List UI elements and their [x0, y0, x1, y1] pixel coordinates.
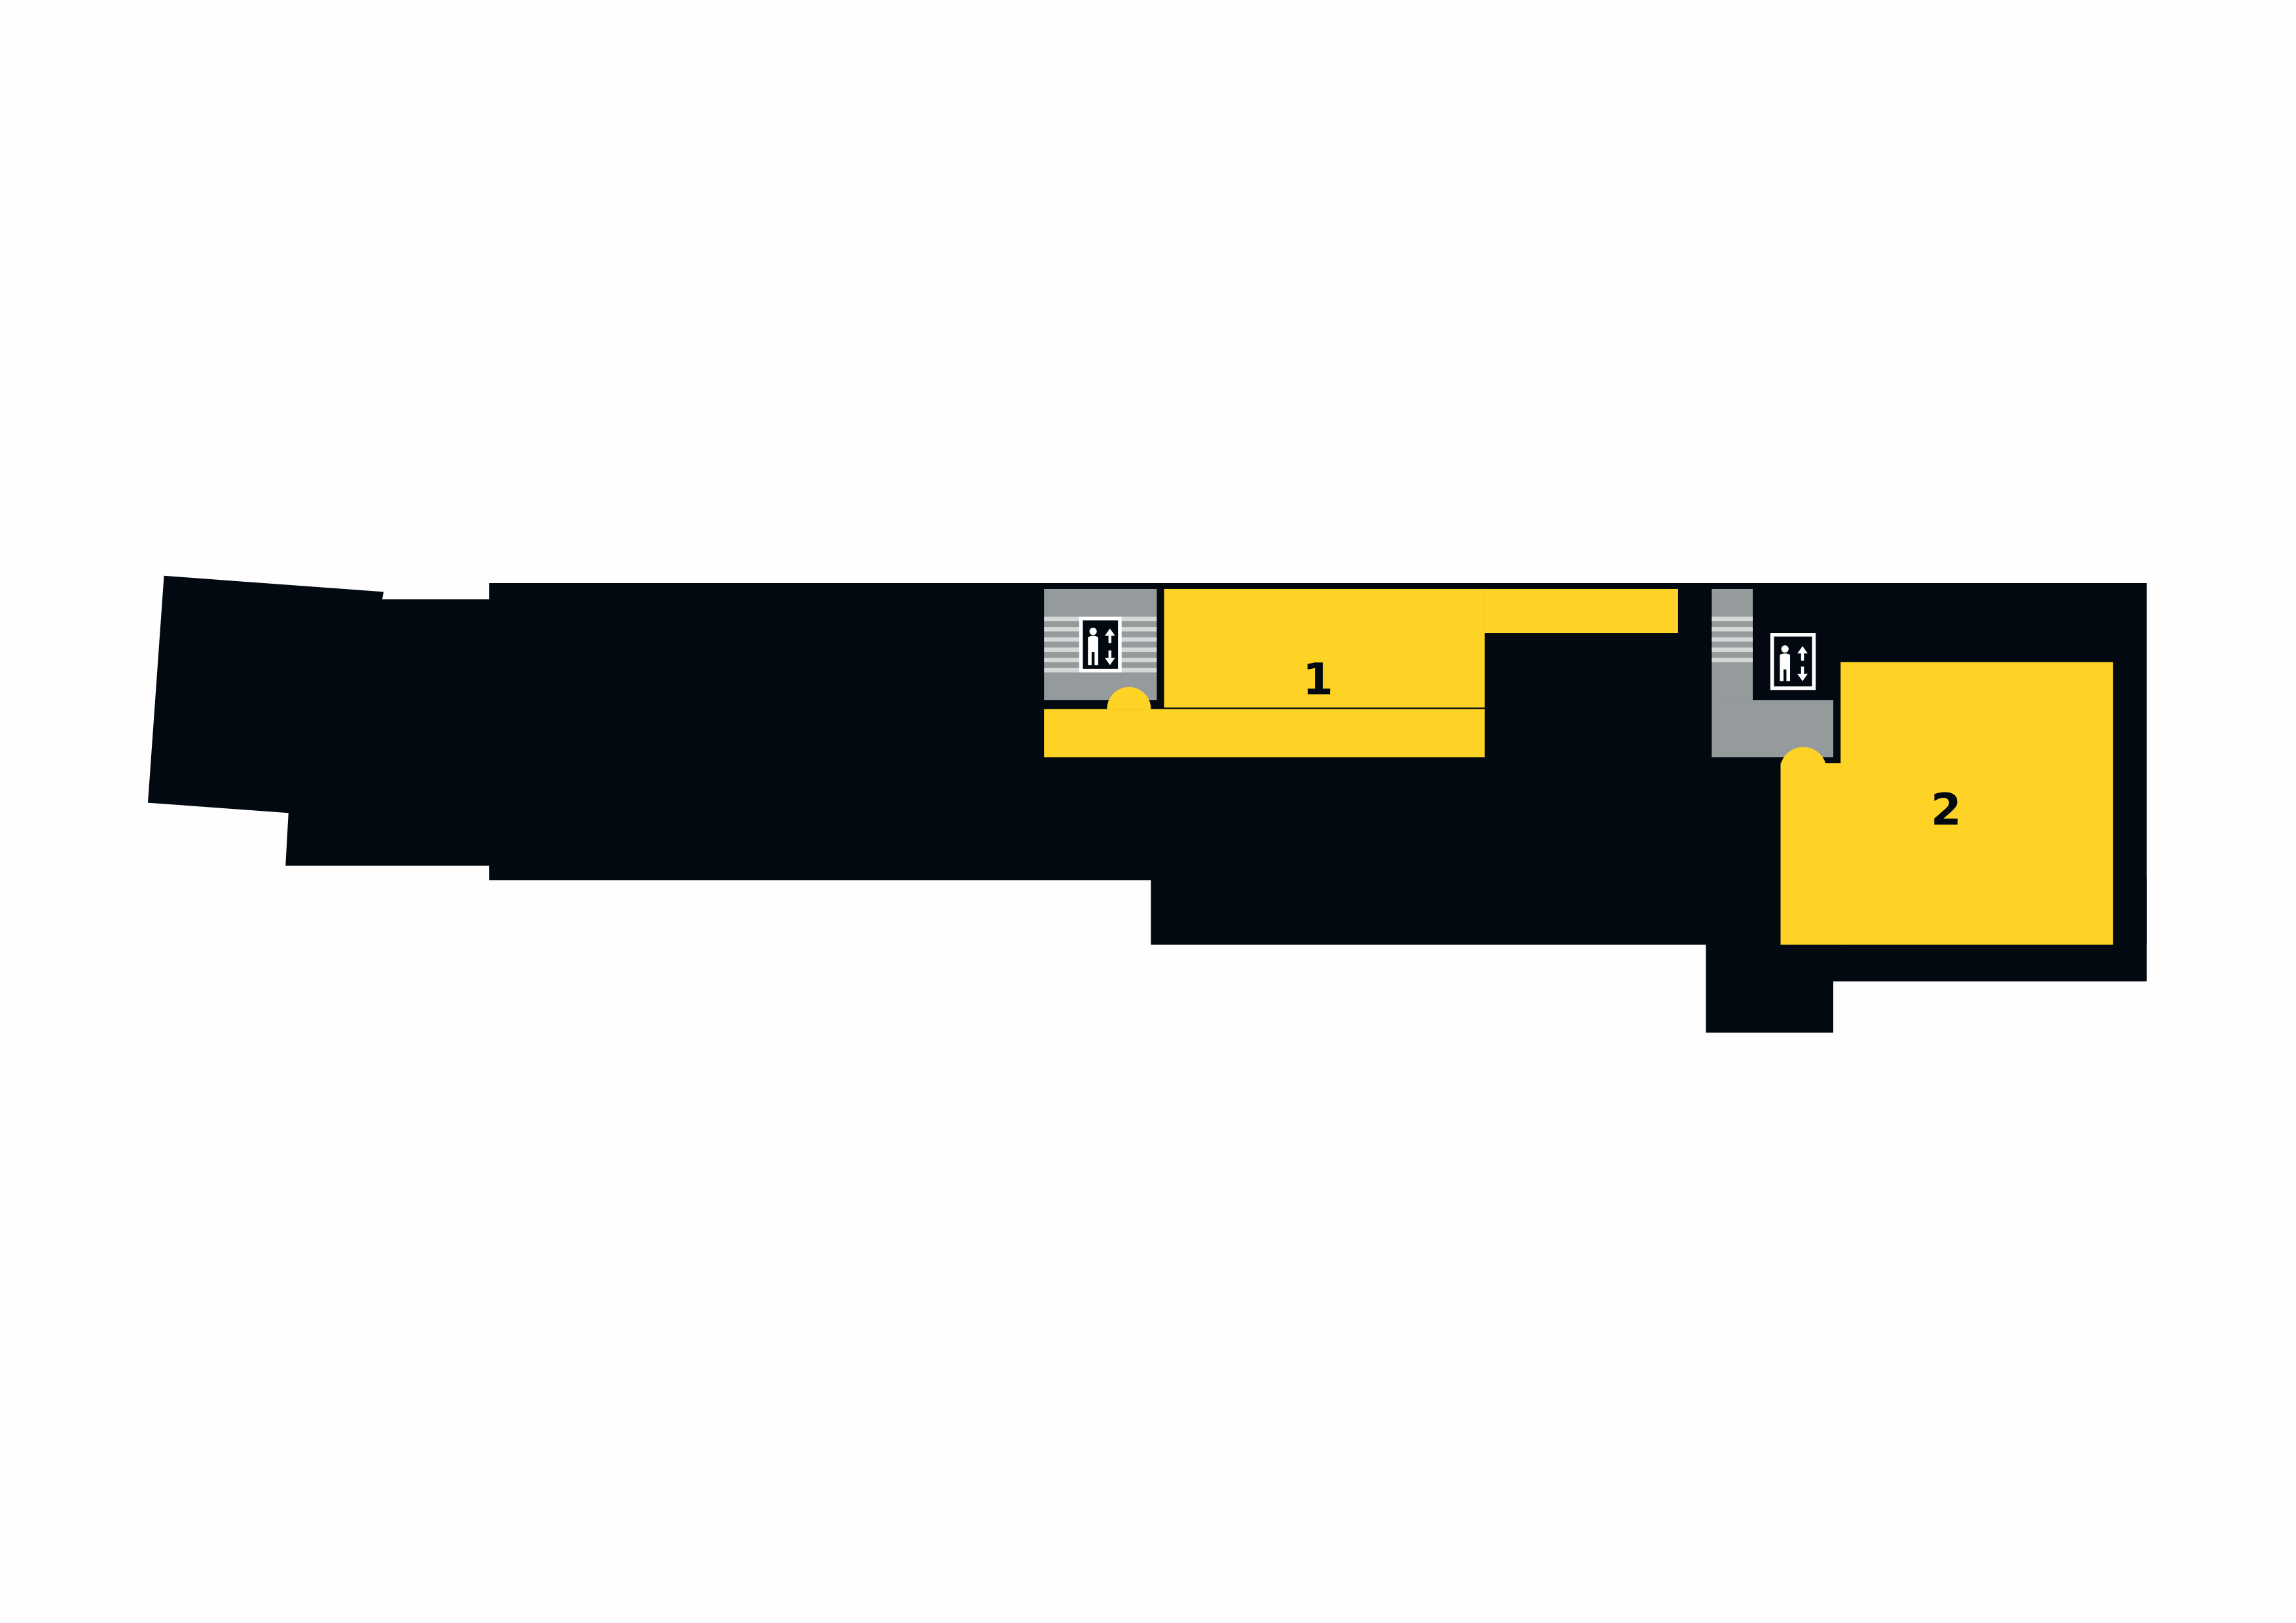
room-2-label: 2 [1931, 784, 1962, 835]
west-wing [147, 575, 491, 866]
elevator-icon [1079, 616, 1122, 673]
stairs-2 [1712, 588, 1834, 758]
south-stub [1706, 937, 1834, 1033]
room-2[interactable] [1780, 662, 2113, 945]
elevator-icon [1770, 633, 1816, 690]
room-1[interactable] [1044, 588, 1678, 758]
room-1-label: 1 [1302, 654, 1333, 705]
